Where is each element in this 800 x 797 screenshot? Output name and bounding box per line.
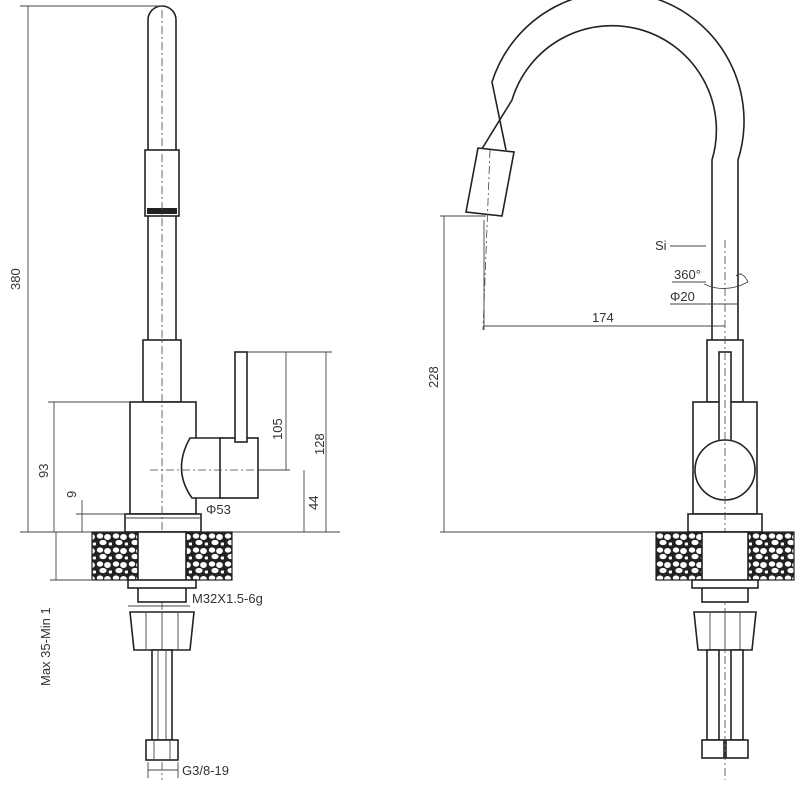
supply-hose	[151, 649, 173, 741]
hose-thread-label: G3/8-19	[182, 763, 229, 778]
slab-front-left	[655, 531, 703, 581]
dim-380: 380	[8, 268, 23, 290]
shank-front	[701, 531, 749, 603]
dim-93: 93	[36, 464, 51, 478]
dim-105: 105	[270, 418, 285, 440]
hose-front-1	[706, 649, 720, 741]
front-view: 228 174 Si 360° Φ20	[426, 0, 795, 780]
base-flange	[124, 513, 202, 533]
lever-cap	[219, 437, 259, 499]
hose-front-2	[730, 649, 744, 741]
side-view: 380 93 9 105 128 44 Φ53 M32X1.5-6g Max 3…	[8, 5, 340, 780]
gooseneck-outer	[479, 24, 718, 345]
mounting-shank	[137, 531, 187, 603]
lever-handle	[234, 351, 248, 443]
lever-hub	[180, 437, 223, 499]
deck-range-label: Max 35-Min 1	[38, 607, 53, 686]
swivel-arrow	[703, 273, 749, 289]
thread-label: M32X1.5-6g	[192, 591, 263, 606]
spray-head-front	[465, 147, 515, 217]
gooseneck-inner	[491, 0, 745, 345]
dim-9: 9	[64, 491, 79, 498]
counter-slab-right	[185, 531, 233, 581]
spout-dia-label: Φ20	[670, 289, 695, 304]
dim-dia-53: Φ53	[206, 502, 231, 517]
hose-fitting	[145, 739, 179, 761]
si-label: Si	[655, 238, 667, 253]
swivel-label: 360°	[674, 267, 701, 282]
aerator-ring	[147, 208, 177, 214]
dim-174: 174	[592, 310, 614, 325]
dim-44: 44	[306, 496, 321, 510]
dim-228: 228	[426, 366, 441, 388]
slab-front-right	[747, 531, 795, 581]
dim-128: 128	[312, 433, 327, 455]
washer	[127, 579, 197, 589]
counter-slab-left	[91, 531, 139, 581]
